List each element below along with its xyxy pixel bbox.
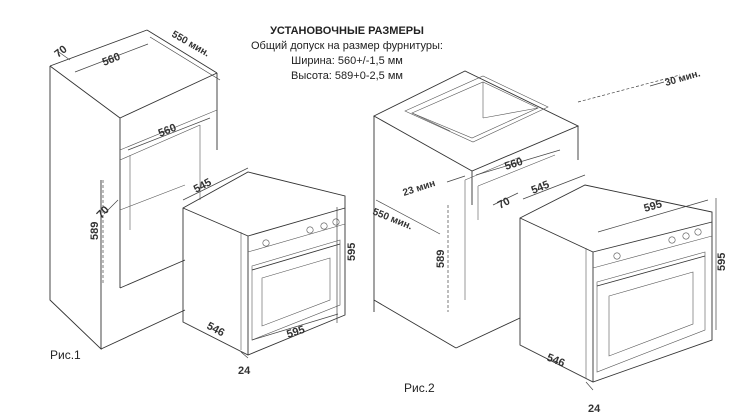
fig2-dim-oven-depth: 545 [530,179,552,197]
fig1-dim-oven-height: 595 [346,243,358,261]
fig1-cabinet [49,29,218,351]
installation-header: УСТАНОВОЧНЫЕ РАЗМЕРЫ Общий допуск на раз… [232,24,462,84]
fig1-dimensions: 70 560 550 мин. 560 545 70 589 595 595 5… [52,29,358,377]
fig1-dim-top-width: 560 [101,51,123,69]
fig2-dim-depth-550: 550 мин. [371,207,414,233]
fig2-caption: Рис.2 [404,381,435,395]
fig2-dim-oven-height: 595 [716,253,728,271]
fig2-cabinet [373,70,681,349]
fig2-dim-rear-gap: 30 мин. [664,68,702,89]
fig2-dim-gap-23: 23 мин [402,178,437,199]
fig1-dim-oven-width: 595 [285,324,306,341]
fig1-dim-niche-width: 560 [157,122,179,140]
fig1-dim-oven-side-depth: 546 [205,320,227,339]
fig2-dim-oven-width: 595 [643,198,664,215]
fig2-dim-niche-height: 589 [435,250,447,268]
header-width-tolerance: Ширина: 560+/-1,5 мм [291,55,403,67]
header-height-tolerance: Высота: 589+0-2,5 мм [291,70,403,82]
fig2-dim-side-70: 70 [496,195,512,211]
fig2-dim-niche-width: 560 [503,156,524,173]
fig1-dim-niche-height: 589 [89,222,101,240]
fig2-dim-door-thickness: 24 [588,403,601,415]
header-tolerance-line: Общий допуск на размер фурнитуры: [250,40,443,52]
header-title: УСТАНОВОЧНЫЕ РАЗМЕРЫ [270,25,424,37]
fig1-dim-top-depth: 70 [52,43,69,60]
fig1-caption: Рис.1 [50,348,81,362]
fig1-dim-top-depth-min: 550 мин. [170,29,212,60]
fig1-dim-door-thickness: 24 [238,365,251,377]
